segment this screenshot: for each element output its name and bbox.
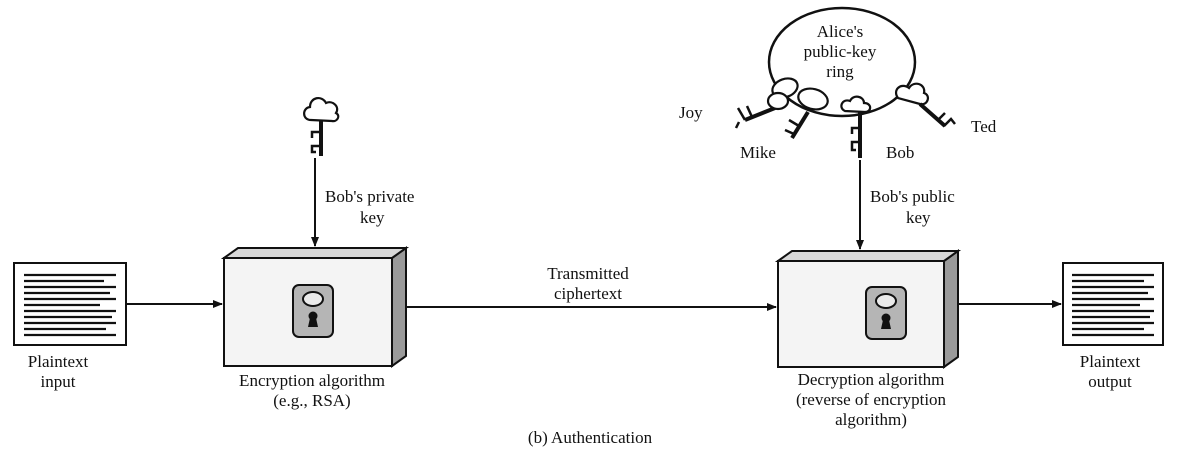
key-label-ted: Ted (971, 117, 997, 136)
ring-label-line-1: Alice's (816, 22, 864, 41)
plaintext-output-line-2: output (1088, 372, 1132, 391)
figure-caption: (b) Authentication (527, 428, 653, 447)
plaintext-input-line-2: input (40, 372, 76, 391)
ring-label-line-2: public-key (803, 42, 877, 61)
public-key-label-line-2: key (906, 208, 931, 227)
public-key-label: Bob's public key (870, 186, 955, 228)
key-label-mike: Mike (740, 143, 776, 162)
key-joy-icon (734, 77, 799, 129)
transmitted-label-line-2: ciphertext (554, 284, 622, 303)
decryption-algorithm-box (774, 249, 962, 369)
encryption-label-line-2: (e.g., RSA) (273, 391, 351, 410)
plaintext-input-line-1: Plaintext (27, 352, 89, 371)
private-key-icon (303, 97, 340, 156)
key-label-joy: Joy (679, 103, 703, 122)
private-key-label: Bob's private key (325, 186, 414, 228)
transmitted-ciphertext-label: Transmitted ciphertext (547, 264, 629, 304)
encryption-algorithm-box (220, 246, 410, 368)
ring-label-line-3: ring (826, 62, 854, 81)
lock-icon (292, 284, 334, 338)
public-key-ring-label: Alice's public-key ring (785, 22, 895, 82)
private-key-label-line-2: key (360, 208, 385, 227)
decryption-label-line-1: Decryption algorithm (797, 370, 945, 389)
encryption-label-line-1: Encryption algorithm (239, 371, 385, 390)
decryption-algorithm-label: Decryption algorithm (reverse of encrypt… (796, 370, 946, 430)
lock-icon (865, 286, 907, 340)
public-key-label-line-1: Bob's public (870, 187, 955, 206)
plaintext-output-document-icon (1062, 262, 1164, 346)
key-mike-icon (784, 87, 829, 140)
plaintext-output-label: Plaintext output (1080, 352, 1140, 392)
encryption-algorithm-label: Encryption algorithm (e.g., RSA) (239, 371, 385, 411)
key-label-bob: Bob (886, 143, 915, 162)
plaintext-output-line-1: Plaintext (1079, 352, 1141, 371)
key-bob-icon (840, 95, 872, 158)
private-key-label-line-1: Bob's private (325, 187, 415, 206)
transmitted-label-line-1: Transmitted (547, 264, 629, 283)
plaintext-input-label: Plaintext input (28, 352, 88, 392)
key-ted-icon (894, 82, 956, 128)
decryption-label-line-2: (reverse of encryption (795, 390, 947, 409)
decryption-label-line-3: algorithm) (835, 410, 907, 429)
plaintext-input-document-icon (13, 262, 127, 346)
